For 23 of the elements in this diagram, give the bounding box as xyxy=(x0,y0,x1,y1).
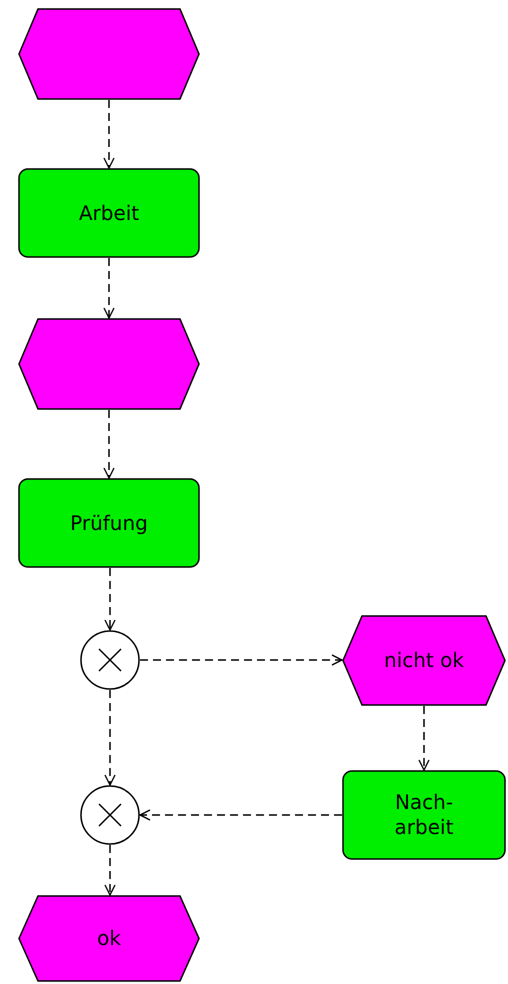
function-box xyxy=(342,770,506,860)
function-box xyxy=(18,478,200,568)
node-label: Arbeit xyxy=(78,200,140,226)
function-box xyxy=(18,168,200,258)
arrow xyxy=(139,809,342,821)
xor-connector xyxy=(80,630,140,690)
arrow xyxy=(418,706,430,771)
event-hexagon xyxy=(18,895,200,982)
event-hexagon xyxy=(18,8,200,100)
node-label: Prüfung xyxy=(70,510,148,536)
arrow xyxy=(140,654,343,666)
arrow xyxy=(103,100,115,169)
arrow xyxy=(103,410,115,479)
node-label: ok xyxy=(97,926,121,951)
arrow xyxy=(104,690,116,786)
arrow xyxy=(103,258,115,319)
event-hexagon xyxy=(18,318,200,410)
node-label: nicht ok xyxy=(384,648,464,673)
event-hexagon xyxy=(342,615,506,706)
xor-connector xyxy=(80,785,140,845)
arrow xyxy=(104,845,116,896)
arrow xyxy=(104,568,116,631)
node-label: Nach- arbeit xyxy=(394,790,454,840)
